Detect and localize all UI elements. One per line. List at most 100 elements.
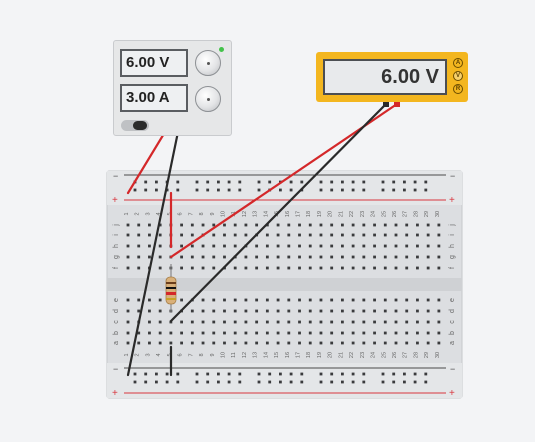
bottom-power-rail[interactable] (107, 363, 462, 398)
terminal-hole[interactable] (416, 233, 419, 237)
terminal-hole[interactable] (373, 298, 376, 302)
rail-hole[interactable] (279, 188, 282, 192)
terminal-hole[interactable] (158, 244, 162, 248)
terminal-hole[interactable] (244, 309, 248, 313)
terminal-hole[interactable] (437, 244, 441, 248)
terminal-hole[interactable] (298, 341, 301, 345)
terminal-hole[interactable] (362, 341, 366, 345)
terminal-hole[interactable] (201, 298, 205, 302)
rail-hole[interactable] (413, 372, 417, 376)
terminal-hole[interactable] (330, 255, 334, 259)
terminal-hole[interactable] (223, 233, 226, 237)
mode-ammeter-button[interactable]: A (453, 58, 463, 68)
terminal-hole[interactable] (190, 223, 194, 227)
terminal-hole[interactable] (426, 255, 430, 259)
terminal-hole[interactable] (201, 255, 205, 259)
terminal-hole[interactable] (126, 320, 130, 324)
terminal-hole[interactable] (341, 309, 344, 313)
rail-hole[interactable] (289, 180, 293, 184)
terminal-hole[interactable] (287, 298, 291, 302)
terminal-hole[interactable] (255, 244, 259, 248)
rail-hole[interactable] (227, 188, 231, 192)
terminal-hole[interactable] (373, 309, 376, 313)
terminal-hole[interactable] (373, 320, 376, 324)
terminal-hole[interactable] (244, 331, 248, 335)
terminal-hole[interactable] (233, 341, 237, 345)
terminal-hole[interactable] (308, 223, 312, 227)
terminal-hole[interactable] (148, 331, 151, 335)
terminal-hole[interactable] (362, 244, 366, 248)
terminal-hole[interactable] (126, 233, 130, 237)
terminal-hole[interactable] (405, 331, 409, 335)
terminal-hole[interactable] (201, 244, 205, 248)
terminal-hole[interactable] (190, 341, 194, 345)
terminal-hole[interactable] (244, 266, 248, 270)
terminal-hole[interactable] (148, 309, 151, 313)
terminal-hole[interactable] (180, 244, 183, 248)
terminal-hole[interactable] (223, 341, 226, 345)
terminal-hole[interactable] (383, 309, 387, 313)
rail-hole[interactable] (330, 188, 334, 192)
terminal-hole[interactable] (180, 341, 183, 345)
terminal-hole[interactable] (426, 233, 430, 237)
terminal-hole[interactable] (362, 266, 366, 270)
terminal-hole[interactable] (233, 244, 237, 248)
rail-hole[interactable] (155, 380, 158, 384)
terminal-hole[interactable] (223, 309, 226, 313)
rail-hole[interactable] (268, 372, 272, 376)
terminal-hole[interactable] (244, 233, 248, 237)
rail-hole[interactable] (392, 372, 396, 376)
rail-hole[interactable] (362, 188, 366, 192)
rail-hole[interactable] (176, 380, 180, 384)
rail-hole[interactable] (341, 380, 344, 384)
rail-hole[interactable] (227, 372, 231, 376)
rail-hole[interactable] (392, 188, 396, 192)
terminal-hole[interactable] (373, 244, 376, 248)
terminal-hole[interactable] (308, 233, 312, 237)
terminal-hole[interactable] (276, 223, 280, 227)
terminal-hole[interactable] (201, 341, 205, 345)
terminal-hole[interactable] (426, 266, 430, 270)
rail-hole[interactable] (341, 188, 344, 192)
terminal-hole[interactable] (383, 233, 387, 237)
terminal-hole[interactable] (394, 255, 398, 259)
red-wire-psu-to-rail[interactable] (126, 125, 170, 195)
terminal-hole[interactable] (426, 309, 430, 313)
terminal-hole[interactable] (426, 331, 430, 335)
terminal-hole[interactable] (394, 266, 398, 270)
terminal-hole[interactable] (148, 233, 151, 237)
rail-hole[interactable] (381, 188, 385, 192)
terminal-hole[interactable] (405, 298, 409, 302)
terminal-hole[interactable] (437, 341, 441, 345)
terminal-hole[interactable] (405, 255, 409, 259)
rail-hole[interactable] (362, 380, 366, 384)
terminal-hole[interactable] (416, 266, 419, 270)
terminal-hole[interactable] (351, 266, 355, 270)
terminal-hole[interactable] (137, 255, 141, 259)
terminal-hole[interactable] (351, 331, 355, 335)
rail-hole[interactable] (195, 180, 199, 184)
terminal-hole[interactable] (319, 309, 323, 313)
terminal-hole[interactable] (148, 298, 151, 302)
terminal-hole[interactable] (308, 331, 312, 335)
rail-hole[interactable] (268, 180, 272, 184)
terminal-hole[interactable] (137, 341, 141, 345)
terminal-hole[interactable] (298, 320, 301, 324)
rail-hole[interactable] (330, 372, 334, 376)
terminal-hole[interactable] (437, 331, 441, 335)
rail-hole[interactable] (392, 380, 396, 384)
terminal-hole[interactable] (276, 233, 280, 237)
terminal-hole[interactable] (212, 309, 216, 313)
terminal-hole[interactable] (416, 298, 419, 302)
rail-hole[interactable] (351, 380, 355, 384)
rail-hole[interactable] (300, 372, 304, 376)
terminal-hole[interactable] (148, 223, 151, 227)
terminal-hole[interactable] (394, 309, 398, 313)
terminal-hole[interactable] (383, 266, 387, 270)
meter-black-terminal[interactable] (383, 100, 389, 107)
terminal-hole[interactable] (394, 233, 398, 237)
terminal-hole[interactable] (212, 244, 216, 248)
rail-hole[interactable] (195, 372, 199, 376)
terminal-hole[interactable] (437, 223, 441, 227)
rail-hole[interactable] (165, 380, 169, 384)
